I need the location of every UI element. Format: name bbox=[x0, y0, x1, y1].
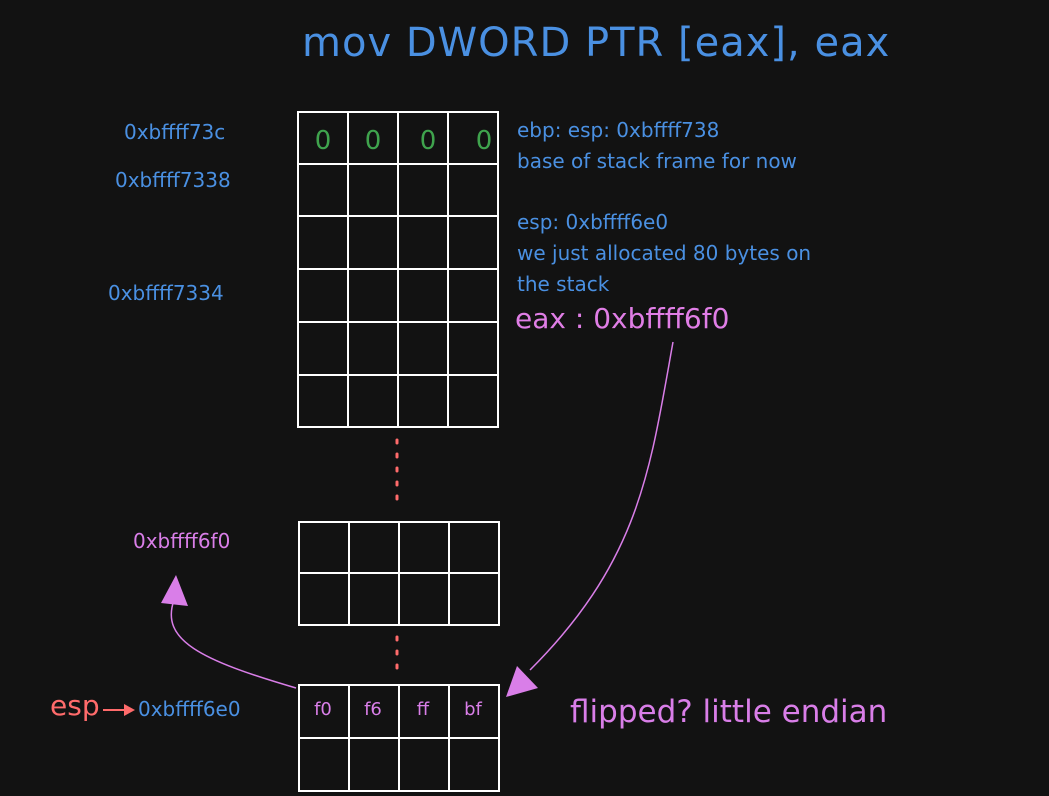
little-endian-note: flipped? little endian bbox=[570, 694, 888, 730]
byte-cell-0: 0 bbox=[314, 126, 332, 156]
byte-cell-bf: bf bbox=[464, 699, 482, 720]
note-esp: esp: 0xbffff6e0 we just allocated 80 byt… bbox=[517, 207, 811, 300]
byte-cell-1: 0 bbox=[364, 126, 382, 156]
note-esp-line1: esp: 0xbffff6e0 bbox=[517, 210, 669, 234]
byte-cell-3: 0 bbox=[475, 126, 493, 156]
address-73c: 0xbffff73c bbox=[124, 120, 226, 144]
note-esp-line2: we just allocated 80 bytes on bbox=[517, 241, 812, 265]
flip-arrow-head bbox=[161, 575, 188, 606]
note-esp-line3: the stack bbox=[517, 272, 610, 296]
esp-label: esp bbox=[50, 689, 100, 722]
stack-block-middle bbox=[298, 521, 500, 626]
address-6f0: 0xbffff6f0 bbox=[133, 529, 231, 553]
address-6e0: 0xbffff6e0 bbox=[138, 697, 241, 721]
stack-block-bottom bbox=[298, 684, 500, 792]
eax-value: eax : 0xbffff6f0 bbox=[515, 302, 730, 335]
note-ebp: ebp: esp: 0xbffff738 base of stack frame… bbox=[517, 115, 797, 177]
eax-arrow-head bbox=[506, 666, 538, 697]
esp-arrow-head bbox=[124, 704, 135, 716]
instruction-title: mov DWORD PTR [eax], eax bbox=[302, 20, 891, 66]
flip-arrow bbox=[170, 599, 297, 689]
byte-cell-ff: ff bbox=[416, 699, 430, 720]
note-ebp-line2: base of stack frame for now bbox=[517, 149, 797, 173]
address-7334: 0xbffff7334 bbox=[108, 281, 224, 305]
address-7338: 0xbffff7338 bbox=[115, 168, 231, 192]
byte-cell-f0: f0 bbox=[314, 699, 332, 720]
eax-arrow bbox=[529, 341, 674, 671]
stack-block-top bbox=[297, 111, 499, 428]
byte-cell-f6: f6 bbox=[364, 699, 382, 720]
byte-cell-2: 0 bbox=[419, 126, 437, 156]
note-ebp-line1: ebp: esp: 0xbffff738 bbox=[517, 118, 720, 142]
